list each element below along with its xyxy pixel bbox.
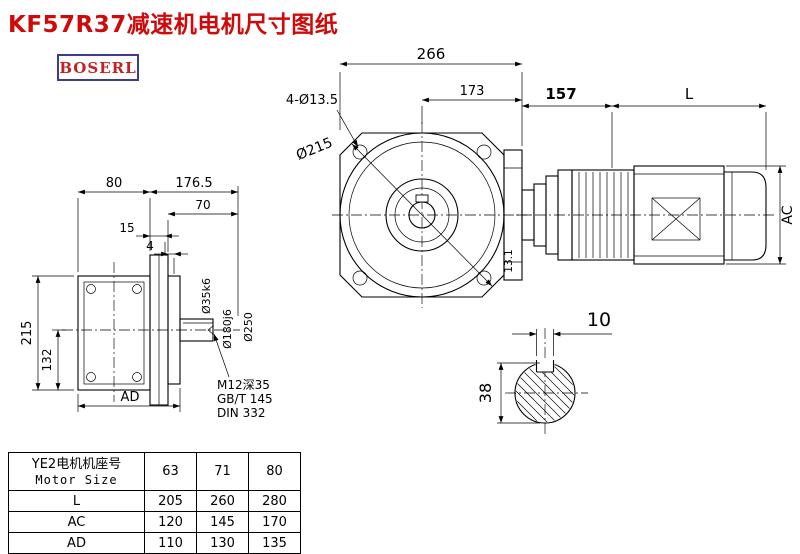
- dim-L: L: [685, 85, 694, 103]
- dim-80: 80: [106, 176, 123, 191]
- dim-bolt-holes: 4-Ø13.5: [286, 93, 338, 108]
- table-row-L: L 205 260 280: [8, 490, 301, 512]
- size-col-63: 63: [144, 452, 197, 491]
- dim-flange-dia: Ø250: [242, 312, 255, 342]
- dim-shaft-dia: Ø35k6: [200, 278, 213, 314]
- table-header-row: YE2电机机座号 Motor Size 63 71 80: [8, 452, 301, 491]
- dim-70: 70: [195, 198, 210, 212]
- dim-key-width: 10: [587, 309, 611, 331]
- dim-AD: AD: [121, 390, 140, 405]
- row-label-AD: AD: [8, 532, 145, 554]
- row-label-L: L: [8, 490, 145, 512]
- shaft-section-view: 10 38: [476, 309, 612, 436]
- dim-13-1: 13.1: [503, 249, 515, 272]
- row-label-AC: AC: [8, 511, 145, 533]
- bolt-hole: [476, 144, 492, 160]
- cell-AD-71: 130: [196, 532, 249, 554]
- size-col-71: 71: [196, 452, 249, 491]
- cell-AD-63: 110: [144, 532, 197, 554]
- tap-note-m12: M12深35: [217, 378, 270, 392]
- dim-spigot-dia: Ø180j6: [221, 309, 234, 349]
- cell-L-80: 280: [248, 490, 301, 512]
- table-row-AD: AD 110 130 135: [8, 532, 301, 554]
- size-col-80: 80: [248, 452, 301, 491]
- dim-flange-dia: Ø215: [294, 135, 335, 164]
- cell-L-71: 260: [196, 490, 249, 512]
- motor: [516, 165, 774, 265]
- cell-AC-63: 120: [144, 511, 197, 533]
- tap-note-din: DIN 332: [217, 406, 265, 420]
- dim-176-5: 176.5: [175, 176, 212, 191]
- cell-AD-80: 135: [248, 532, 301, 554]
- front-view: 266 173 157 L 4-Ø13.5 Ø215 AC 13.1: [286, 45, 796, 308]
- cell-AC-71: 145: [196, 511, 249, 533]
- page-title: KF57R37减速机电机尺寸图纸: [8, 12, 339, 38]
- dim-shaft-dia-38: 38: [476, 383, 495, 403]
- cell-AC-80: 170: [248, 511, 301, 533]
- motor-size-table: YE2电机机座号 Motor Size 63 71 80 L 205 260 2…: [8, 452, 301, 554]
- dim-157: 157: [545, 85, 576, 103]
- dim-15: 15: [119, 221, 134, 235]
- bolt-hole: [352, 270, 368, 286]
- dim-AC: AC: [780, 205, 796, 224]
- cell-L-63: 205: [144, 490, 197, 512]
- header-cn: YE2电机机座号: [31, 456, 122, 472]
- motor-nameplate: [651, 197, 701, 241]
- dim-132: 132: [40, 349, 54, 372]
- tap-note-gbt: GB/T 145: [217, 392, 273, 406]
- header-en: Motor Size: [35, 472, 118, 487]
- dim-215: 215: [20, 321, 35, 346]
- dim-173: 173: [460, 84, 485, 99]
- brand-logo: BOSERL: [57, 54, 139, 81]
- dim-4: 4: [146, 239, 154, 253]
- dim-266: 266: [417, 45, 446, 63]
- motor-fins: [578, 172, 629, 258]
- table-header-cell: YE2电机机座号 Motor Size: [8, 452, 145, 491]
- table-row-AC: AC 120 145 170: [8, 511, 301, 533]
- fan-cowl: [723, 171, 767, 261]
- side-view: 80 176.5 70 15 4 215 132 AD Ø35k6 Ø180: [20, 176, 273, 420]
